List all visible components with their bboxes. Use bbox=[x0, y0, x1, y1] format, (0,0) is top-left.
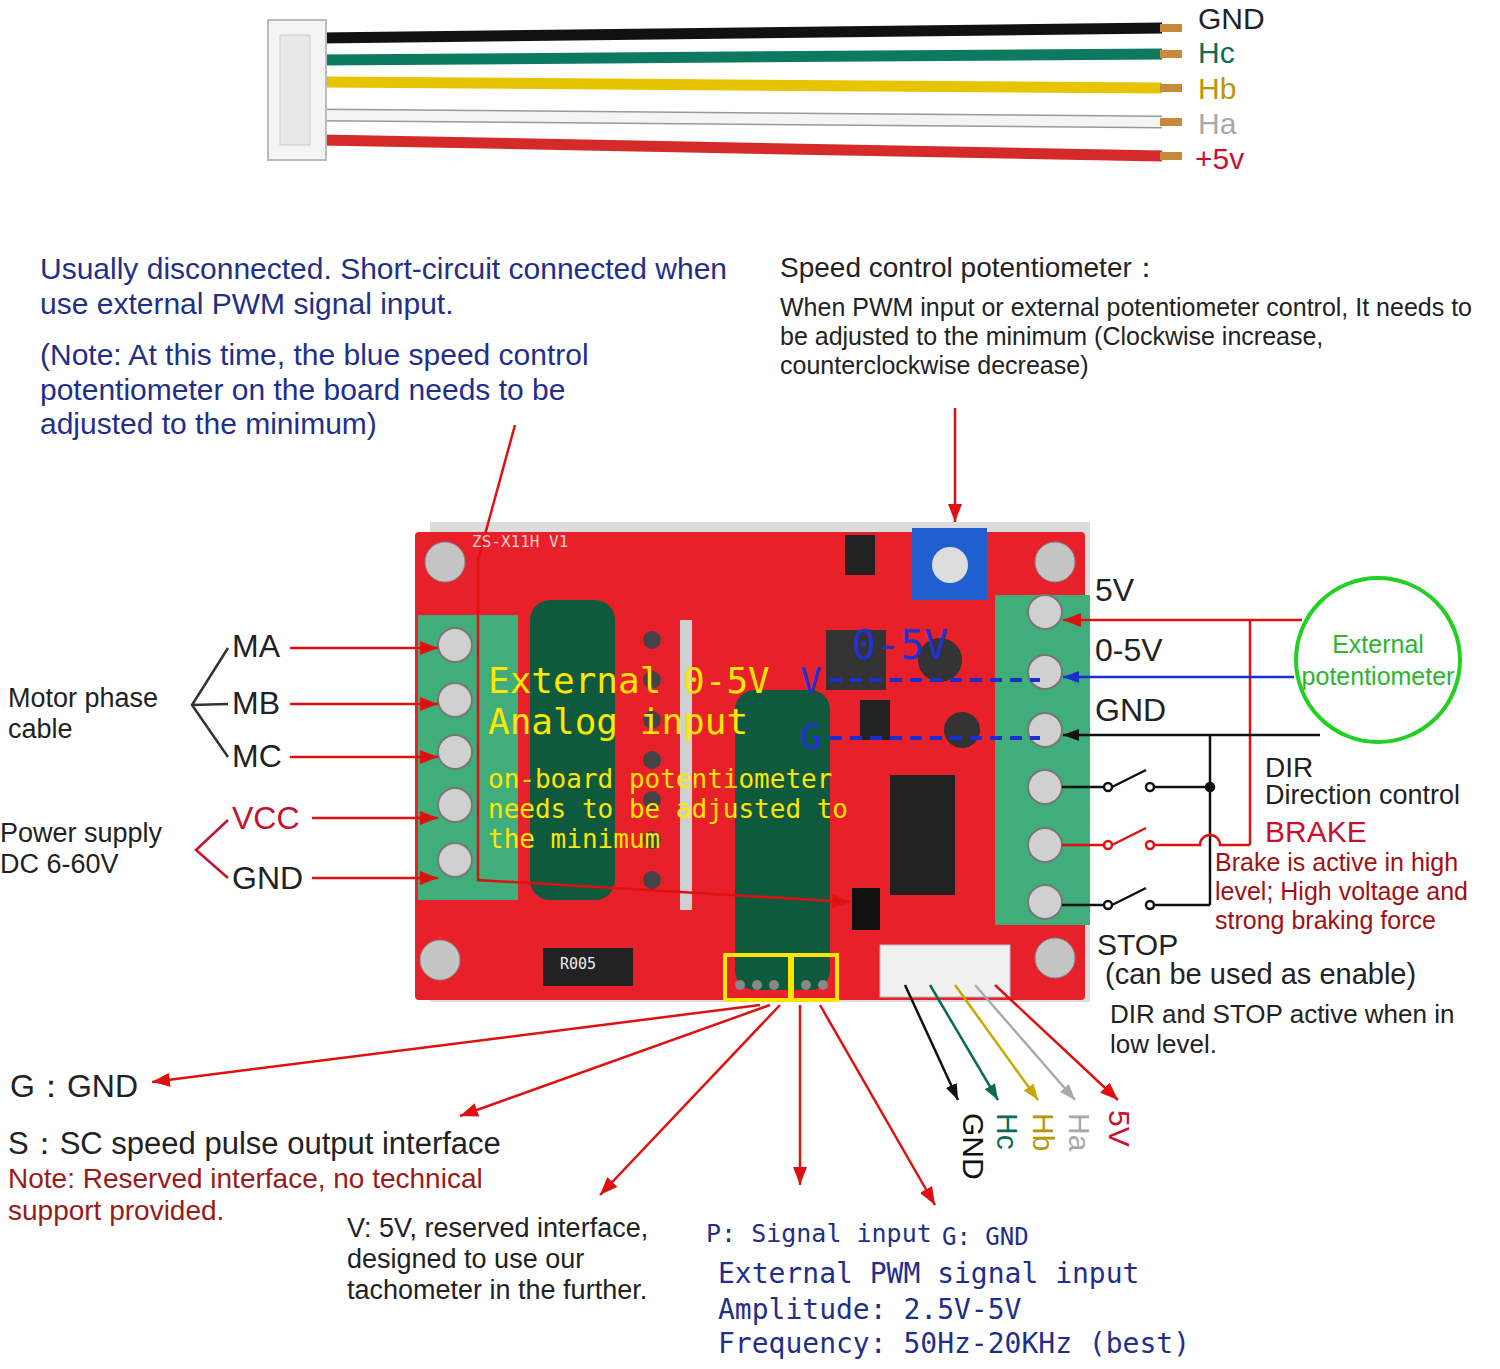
wire-name: Ha bbox=[1062, 1113, 1097, 1151]
wire-name: 5V bbox=[1102, 1110, 1137, 1147]
terminal-name: DIR bbox=[1265, 752, 1313, 784]
pin-note: External PWM signal input bbox=[718, 1258, 1139, 1290]
wire-name: Hc bbox=[990, 1113, 1025, 1150]
potentiometer-circle: External potentiometer bbox=[1293, 575, 1463, 745]
overlay-label: G bbox=[800, 716, 822, 757]
terminal-name: GND bbox=[1095, 692, 1166, 729]
pin-label: S：SC speed pulse output interface bbox=[8, 1126, 501, 1162]
pin-label: P: Signal input bbox=[706, 1220, 932, 1249]
terminal-name: MA bbox=[232, 628, 280, 665]
wire-name: GND bbox=[1198, 2, 1265, 37]
pin-label: V: 5V, reserved interface, designed to u… bbox=[347, 1213, 697, 1306]
note-text: (Note: At this time, the blue speed cont… bbox=[40, 338, 680, 442]
note-text: When PWM input or external potentiometer… bbox=[780, 293, 1480, 379]
terminal-name: 5V bbox=[1095, 572, 1134, 609]
board-marking: R005 bbox=[560, 956, 596, 973]
hall-cable bbox=[268, 20, 1182, 160]
wire-name: +5v bbox=[1195, 142, 1244, 177]
pin-note: Amplitude: 2.5V-5V bbox=[718, 1294, 1021, 1326]
overlay-label: V bbox=[800, 660, 822, 701]
overlay-label: External 0-5V Analog input bbox=[488, 660, 788, 743]
wire-name: Hb bbox=[1198, 72, 1236, 107]
pin-label: G：GND bbox=[10, 1068, 138, 1105]
circle-outline bbox=[1293, 575, 1463, 745]
terminal-name: MB bbox=[232, 685, 280, 722]
terminal-name: GND bbox=[232, 860, 303, 897]
overlay-label: 0-5V bbox=[852, 622, 948, 668]
terminal-name: 0-5V bbox=[1095, 632, 1163, 669]
controller-board bbox=[415, 522, 1090, 1002]
note-heading: Speed control potentiometer： bbox=[780, 252, 1160, 284]
wire-name: Hb bbox=[1026, 1113, 1061, 1151]
overlay-note: on-board potentiometer needs to be adjus… bbox=[488, 765, 898, 855]
pin-note: Frequency: 50Hz-20KHz (best) bbox=[718, 1328, 1190, 1360]
note-text: Usually disconnected. Short-circuit conn… bbox=[40, 252, 750, 321]
board-marking: ZS-X11H V1 bbox=[472, 533, 568, 551]
node-text: External potentiometer bbox=[1302, 628, 1455, 693]
group-label: Motor phase cable bbox=[8, 683, 183, 745]
terminal-note: Direction control bbox=[1265, 780, 1460, 811]
terminal-name: STOP bbox=[1097, 928, 1178, 963]
wire-name: GND bbox=[956, 1113, 991, 1180]
terminal-note: Brake is active in high level; High volt… bbox=[1215, 848, 1497, 934]
wire-name: Hc bbox=[1198, 36, 1235, 71]
leader-lines bbox=[152, 408, 1320, 1205]
terminal-name: VCC bbox=[232, 800, 300, 837]
pin-label: G: GND bbox=[942, 1224, 1029, 1252]
wire-name: Ha bbox=[1198, 107, 1236, 142]
terminal-name: MC bbox=[232, 738, 282, 775]
terminal-note: (can be used as enable) bbox=[1105, 958, 1416, 991]
terminal-note: DIR and STOP active when in low level. bbox=[1110, 1000, 1480, 1060]
terminal-name: BRAKE bbox=[1265, 815, 1367, 850]
group-label: Power supply DC 6-60V bbox=[0, 818, 185, 880]
